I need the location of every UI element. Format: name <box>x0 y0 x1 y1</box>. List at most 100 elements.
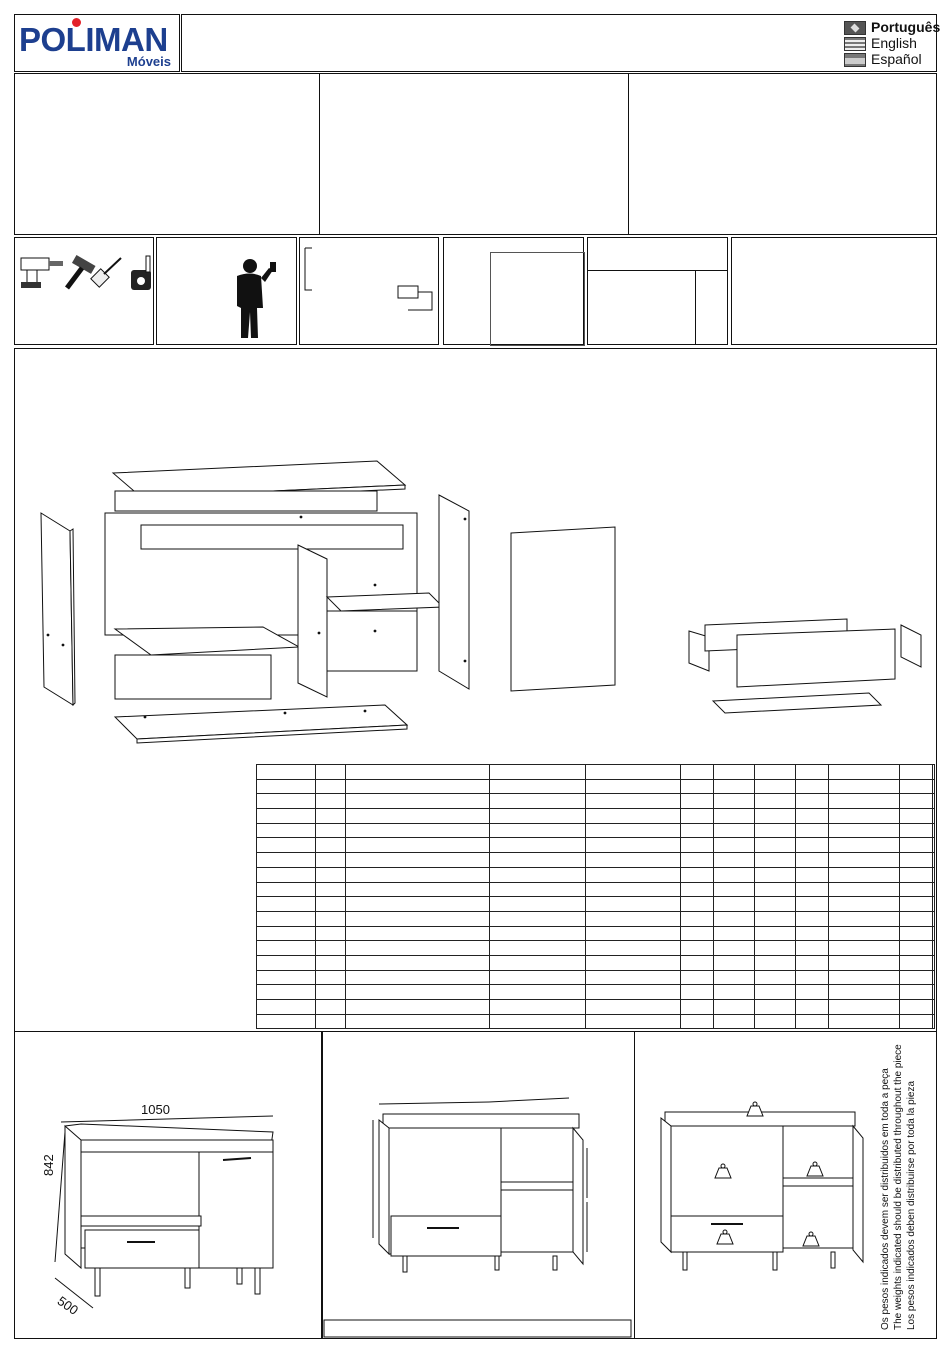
info-box-3 <box>628 73 937 235</box>
table-cell <box>713 881 755 898</box>
table-cell <box>713 837 755 854</box>
table-cell <box>713 808 755 824</box>
table-cell <box>315 984 346 1000</box>
table-cell <box>899 822 933 839</box>
table-cell <box>899 881 933 898</box>
table-cell <box>489 764 586 780</box>
table-cell <box>585 940 681 956</box>
table-cell <box>256 881 316 898</box>
space-box <box>299 237 439 345</box>
table-cell <box>256 984 316 1000</box>
table-cell <box>345 837 490 854</box>
table-cell <box>754 837 796 854</box>
table-cell <box>932 808 935 824</box>
language-label: English <box>871 35 917 51</box>
table-cell <box>795 822 829 839</box>
table-cell <box>754 969 796 986</box>
table-cell <box>795 969 829 986</box>
table-cell <box>680 808 714 824</box>
language-selector: Português English Español <box>844 20 940 68</box>
table-cell <box>828 940 900 956</box>
table-cell <box>315 764 346 780</box>
table-cell <box>795 984 829 1000</box>
table-cell <box>345 852 490 868</box>
table-cell <box>315 837 346 854</box>
table-cell <box>899 778 933 795</box>
divider-vertical <box>695 270 696 344</box>
door-panel <box>510 526 616 692</box>
table-cell <box>899 852 933 868</box>
drawer-bottom <box>711 692 883 714</box>
table-cell <box>680 969 714 986</box>
table-row <box>256 881 935 898</box>
table-cell <box>680 778 714 795</box>
box-4 <box>443 237 585 346</box>
table-cell <box>489 881 586 898</box>
table-row <box>256 954 935 971</box>
table-cell <box>828 837 900 854</box>
measurements-box <box>322 1031 635 1339</box>
table-cell <box>899 1013 933 1030</box>
table-cell <box>585 910 681 927</box>
table-cell <box>932 954 935 971</box>
table-cell <box>315 940 346 956</box>
table-cell <box>932 866 935 883</box>
table-cell <box>828 954 900 971</box>
table-cell <box>713 822 755 839</box>
table-cell <box>585 866 681 883</box>
right-side-panel <box>438 494 470 690</box>
language-label: Português <box>871 19 941 35</box>
brazil-flag-icon <box>844 21 866 35</box>
table-cell <box>828 910 900 927</box>
table-cell <box>345 1013 490 1030</box>
floorplan-illustration <box>304 247 433 311</box>
table-cell <box>489 822 586 839</box>
table-cell <box>680 984 714 1000</box>
table-cell <box>489 896 586 912</box>
cabinet-weights-illustration <box>660 1101 864 1271</box>
table-cell <box>680 954 714 971</box>
logo-box: POLIMAN Móveis <box>14 14 180 72</box>
screwdriver-icon <box>90 257 122 288</box>
language-item-es[interactable]: Español <box>844 52 936 68</box>
table-cell <box>899 999 933 1015</box>
table-cell <box>754 925 796 942</box>
table-cell <box>932 837 935 854</box>
table-cell <box>795 764 829 780</box>
table-cell <box>754 852 796 868</box>
box-6 <box>731 237 937 345</box>
table-cell <box>795 954 829 971</box>
language-item-en[interactable]: English <box>844 36 936 52</box>
language-item-pt[interactable]: Português <box>844 20 940 36</box>
usa-flag-icon <box>844 37 866 51</box>
table-cell <box>899 954 933 971</box>
table-row <box>256 940 935 956</box>
table-cell <box>345 969 490 986</box>
table-cell <box>795 837 829 854</box>
weight-note-es: Los pesos indicados deben distribuirse p… <box>906 1080 917 1330</box>
table-cell <box>256 954 316 971</box>
info-box-1 <box>14 73 320 235</box>
table-cell <box>315 778 346 795</box>
table-cell <box>795 866 829 883</box>
drawer-front <box>736 628 896 688</box>
table-cell <box>256 999 316 1015</box>
table-cell <box>680 837 714 854</box>
table-cell <box>256 778 316 795</box>
table-cell <box>713 896 755 912</box>
info-box-2 <box>319 73 629 235</box>
table-cell <box>932 778 935 795</box>
table-cell <box>345 896 490 912</box>
table-row <box>256 925 935 942</box>
table-cell <box>345 925 490 942</box>
table-cell <box>489 925 586 942</box>
parts-table-body <box>256 764 935 1030</box>
table-cell <box>585 822 681 839</box>
table-cell <box>256 852 316 868</box>
table-cell <box>489 866 586 883</box>
table-cell <box>754 984 796 1000</box>
table-cell <box>932 1013 935 1030</box>
table-cell <box>489 969 586 986</box>
table-cell <box>754 778 796 795</box>
table-cell <box>795 852 829 868</box>
